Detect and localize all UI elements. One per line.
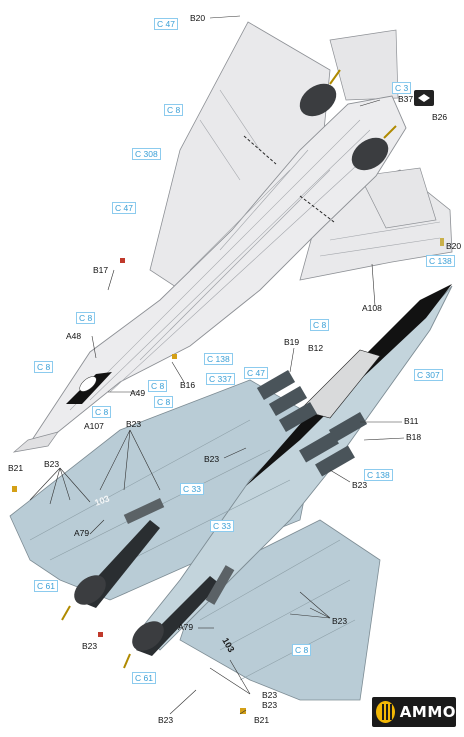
label-a79-left: A79 bbox=[74, 528, 90, 538]
label-b21-bottom: B21 bbox=[254, 715, 270, 725]
callout-c138-b: C 138 bbox=[364, 469, 393, 481]
callout-c8-b: C 8 bbox=[76, 312, 96, 324]
label-a49: A49 bbox=[130, 388, 146, 398]
callout-c47-c: C 47 bbox=[244, 367, 268, 379]
label-b21-left: B21 bbox=[8, 463, 24, 473]
callout-c308: C 308 bbox=[132, 148, 161, 160]
callout-c47-b: C 47 bbox=[112, 202, 136, 214]
label-a48: A48 bbox=[66, 331, 82, 341]
bottom-view-aircraft bbox=[9, 284, 453, 714]
label-b20-top: B20 bbox=[190, 13, 206, 23]
callout-c3: C 3 bbox=[392, 82, 412, 94]
label-b16: B16 bbox=[180, 380, 196, 390]
callout-c61-a: C 61 bbox=[34, 580, 58, 592]
callout-c61-b: C 61 bbox=[132, 672, 156, 684]
label-b37: B37 bbox=[398, 94, 414, 104]
label-b18: B18 bbox=[406, 432, 422, 442]
callout-c8-g: C 8 bbox=[92, 406, 112, 418]
label-b17: B17 bbox=[93, 265, 109, 275]
label-b23-h: B23 bbox=[262, 700, 278, 710]
label-b23-e: B23 bbox=[332, 616, 348, 626]
label-b12: B12 bbox=[308, 343, 324, 353]
callout-c138-right: C 138 bbox=[426, 255, 455, 267]
ammo-logo-icon bbox=[376, 701, 395, 723]
modex-left: 103 bbox=[93, 493, 111, 508]
label-b19: B19 bbox=[284, 337, 300, 347]
label-a108: A108 bbox=[362, 303, 382, 313]
ammo-logo-text: AMMO bbox=[399, 703, 456, 721]
callout-c337: C 337 bbox=[206, 373, 235, 385]
leader-lines bbox=[29, 15, 405, 715]
callout-c138-mid: C 138 bbox=[204, 353, 233, 365]
label-b23-c: B23 bbox=[44, 459, 60, 469]
callout-c307: C 307 bbox=[414, 369, 443, 381]
callout-c8-h: C 8 bbox=[292, 644, 312, 656]
label-a107: A107 bbox=[84, 421, 104, 431]
label-b23-a: B23 bbox=[126, 419, 142, 429]
ammo-logo: AMMO bbox=[372, 697, 456, 727]
label-b23-g: B23 bbox=[262, 690, 278, 700]
label-b11: B11 bbox=[404, 416, 419, 426]
label-b26: B26 bbox=[432, 112, 448, 122]
label-a79-mid: A79 bbox=[178, 622, 194, 632]
label-b23-i: B23 bbox=[158, 715, 174, 725]
label-b23-b: B23 bbox=[204, 454, 220, 464]
callout-c8-a: C 8 bbox=[164, 104, 184, 116]
callout-c8-d: C 8 bbox=[34, 361, 54, 373]
top-view-aircraft bbox=[12, 21, 453, 453]
callout-c47-top: C 47 bbox=[154, 18, 178, 30]
label-b20-right: B20 bbox=[446, 241, 462, 251]
callout-c33-b: C 33 bbox=[210, 520, 234, 532]
callout-c8-e: C 8 bbox=[148, 380, 168, 392]
label-b23-f: B23 bbox=[82, 641, 98, 651]
callout-c8-f: C 8 bbox=[154, 396, 174, 408]
callout-c33-a: C 33 bbox=[180, 483, 204, 495]
label-b23-d: B23 bbox=[352, 480, 368, 490]
callout-c8-c: C 8 bbox=[310, 319, 330, 331]
